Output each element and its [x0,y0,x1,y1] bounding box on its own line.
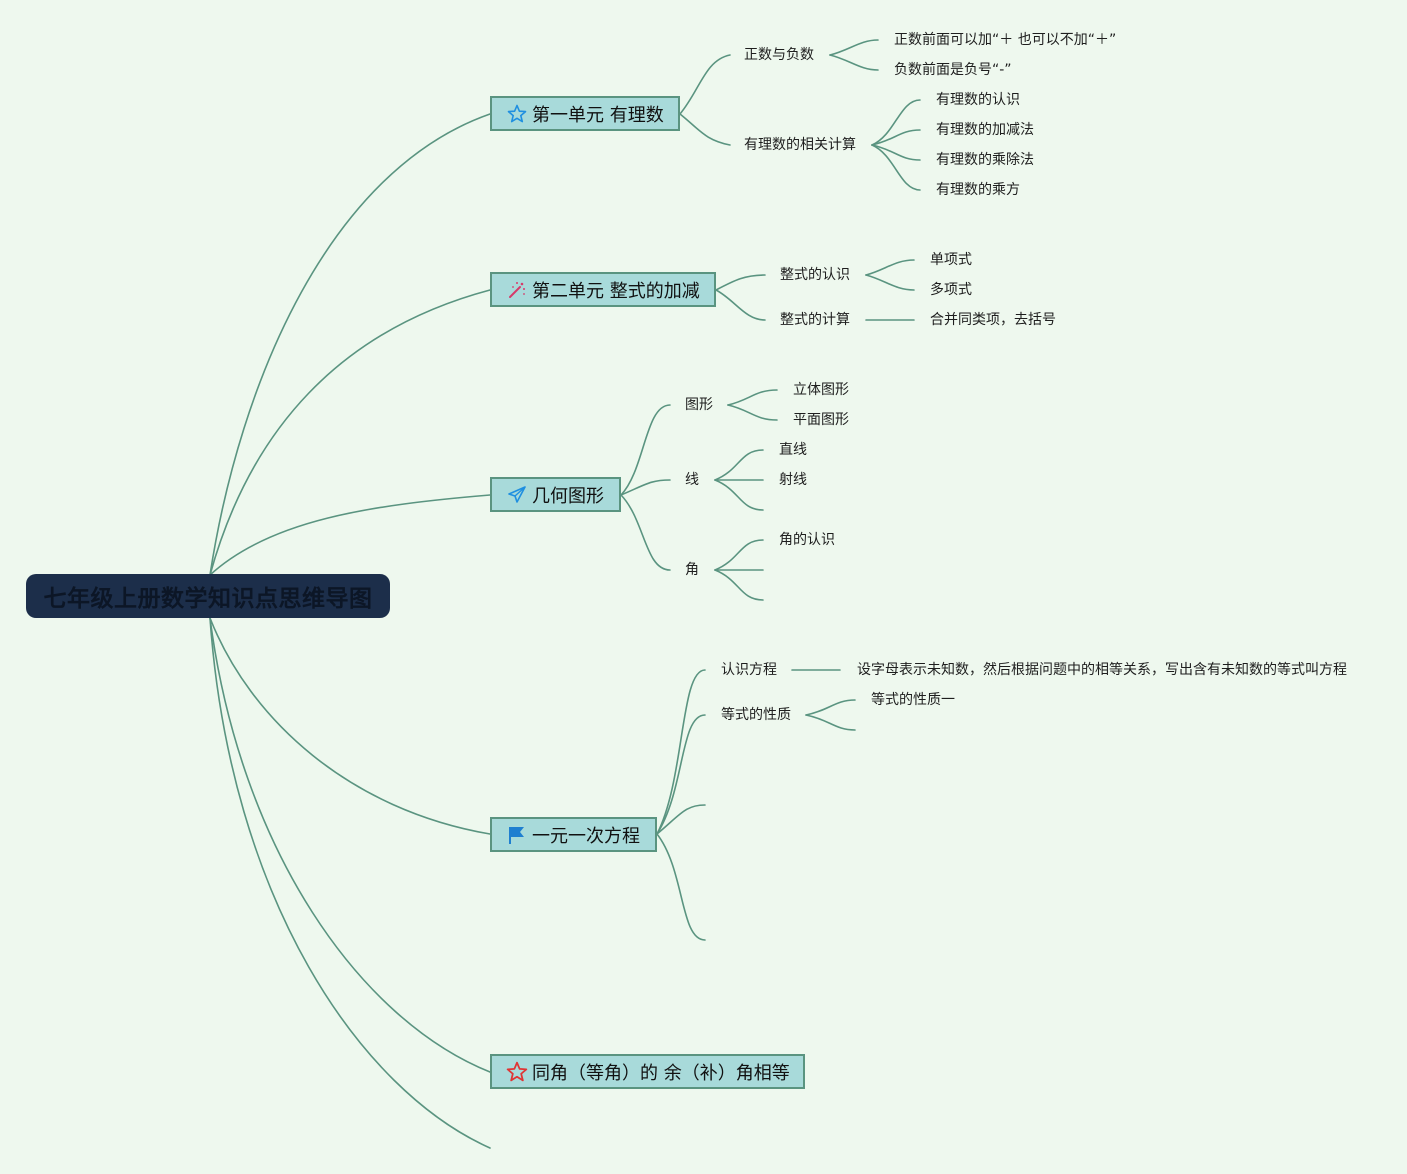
node-lines[interactable]: 线 [685,472,699,488]
star-red-icon [506,1061,528,1083]
branch-rational-numbers[interactable]: 第一单元 有理数 [490,96,680,131]
node-angles[interactable]: 角 [685,562,699,578]
branch-geometry[interactable]: 几何图形 [490,477,621,512]
branch-label: 同角（等角）的 余（补）角相等 [532,1062,790,1084]
star-outline-icon [506,103,528,125]
edge-root-branch2 [209,289,491,576]
node-leaf[interactable]: 角的认识 [779,532,835,548]
node-leaf[interactable]: 有理数的乘方 [936,182,1020,198]
magic-wand-icon [506,279,528,301]
node-leaf[interactable]: 合并同类项，去括号 [930,312,1056,328]
node-rational-calc[interactable]: 有理数的相关计算 [744,137,856,153]
branch-polynomials[interactable]: 第二单元 整式的加减 [490,272,716,307]
node-leaf[interactable]: 射线 [779,472,807,488]
branch-label: 几何图形 [532,485,604,507]
node-leaf[interactable]: 有理数的认识 [936,92,1020,108]
root-title: 七年级上册数学知识点思维导图 [43,586,373,612]
node-leaf[interactable]: 立体图形 [793,382,849,398]
edge-root-branch6-stub [209,617,491,1149]
node-leaf[interactable]: 正数前面可以加“＋ 也可以不加“＋” [894,32,1117,48]
branch-label: 一元一次方程 [532,825,640,847]
node-poly-recognition[interactable]: 整式的认识 [780,267,850,283]
node-equation-properties[interactable]: 等式的性质 [721,707,791,723]
root-node[interactable]: 七年级上册数学知识点思维导图 [26,574,390,618]
edge-root-branch3 [209,494,491,576]
node-leaf[interactable]: 等式的性质一 [871,692,955,708]
edge-root-branch5 [209,617,491,1073]
node-leaf[interactable]: 有理数的加减法 [936,122,1034,138]
node-leaf[interactable]: 多项式 [930,282,972,298]
edge-root-branch1 [209,113,491,576]
node-leaf[interactable]: 设字母表示未知数，然后根据问题中的相等关系，写出含有未知数的等式叫方程 [857,662,1347,678]
paper-plane-icon [506,484,528,506]
edge-root-branch4 [209,617,491,835]
flag-icon [506,824,528,846]
branch-label: 第二单元 整式的加减 [532,280,700,302]
branch-label: 第一单元 有理数 [532,104,664,126]
node-leaf[interactable]: 平面图形 [793,412,849,428]
node-positive-negative[interactable]: 正数与负数 [744,47,814,63]
node-leaf[interactable]: 单项式 [930,252,972,268]
node-equation-recognition[interactable]: 认识方程 [721,662,777,678]
branch-angles-equal[interactable]: 同角（等角）的 余（补）角相等 [490,1054,805,1089]
node-poly-calc[interactable]: 整式的计算 [780,312,850,328]
node-leaf[interactable]: 负数前面是负号“-” [894,62,1012,78]
branch-linear-equation[interactable]: 一元一次方程 [490,817,657,852]
node-leaf[interactable]: 直线 [779,442,807,458]
node-shapes[interactable]: 图形 [685,397,713,413]
node-leaf[interactable]: 有理数的乘除法 [936,152,1034,168]
